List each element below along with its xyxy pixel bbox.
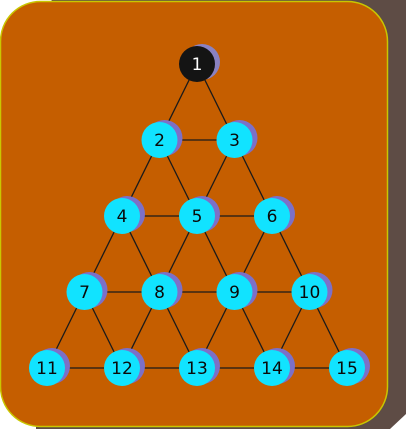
peg-hole-3[interactable]: 3 [216, 120, 258, 158]
peg [179, 350, 215, 386]
peg [216, 274, 253, 310]
hole-number-label: 10 [299, 283, 321, 303]
peg-hole-2[interactable]: 2 [141, 120, 183, 158]
hole-number-label: 8 [154, 283, 165, 303]
hole-number-label: 1 [192, 55, 203, 75]
peg [179, 198, 215, 234]
peg [66, 274, 103, 310]
empty-hole-1[interactable]: 1 [179, 44, 220, 82]
hole-number-label: 4 [117, 207, 128, 227]
hole-number-label: 7 [79, 283, 90, 303]
peg-hole-9[interactable]: 9 [216, 272, 258, 310]
peg-hole-4[interactable]: 4 [104, 196, 145, 234]
peg [141, 122, 178, 158]
hole-number-label: 14 [261, 359, 283, 379]
peg [216, 122, 253, 158]
hole-number-label: 5 [192, 207, 203, 227]
peg-hole-11[interactable]: 11 [29, 348, 70, 386]
peg-hole-14[interactable]: 14 [254, 348, 295, 386]
hole-number-label: 12 [111, 359, 133, 379]
peg-hole-8[interactable]: 8 [141, 272, 183, 310]
empty-hole [179, 46, 215, 82]
peg-hole-13[interactable]: 13 [179, 348, 220, 386]
hole-number-label: 2 [154, 131, 165, 151]
peg [254, 350, 290, 386]
peg-hole-7[interactable]: 7 [66, 272, 108, 310]
peg [104, 198, 140, 234]
peg [291, 274, 328, 310]
peg [29, 350, 65, 386]
peg-hole-15[interactable]: 15 [329, 348, 370, 386]
peg [254, 198, 290, 234]
hole-number-label: 11 [36, 359, 58, 379]
hole-number-label: 6 [267, 207, 278, 227]
peg-hole-5[interactable]: 5 [179, 196, 220, 234]
hole-number-label: 13 [186, 359, 208, 379]
peg-hole-10[interactable]: 10 [291, 272, 333, 310]
peg [141, 274, 178, 310]
peg-hole-12[interactable]: 12 [104, 348, 145, 386]
peg [329, 350, 365, 386]
hole-number-label: 9 [229, 283, 240, 303]
peg [104, 350, 140, 386]
hole-number-label: 15 [336, 359, 358, 379]
hole-number-label: 3 [229, 131, 240, 151]
peg-hole-6[interactable]: 6 [254, 196, 295, 234]
